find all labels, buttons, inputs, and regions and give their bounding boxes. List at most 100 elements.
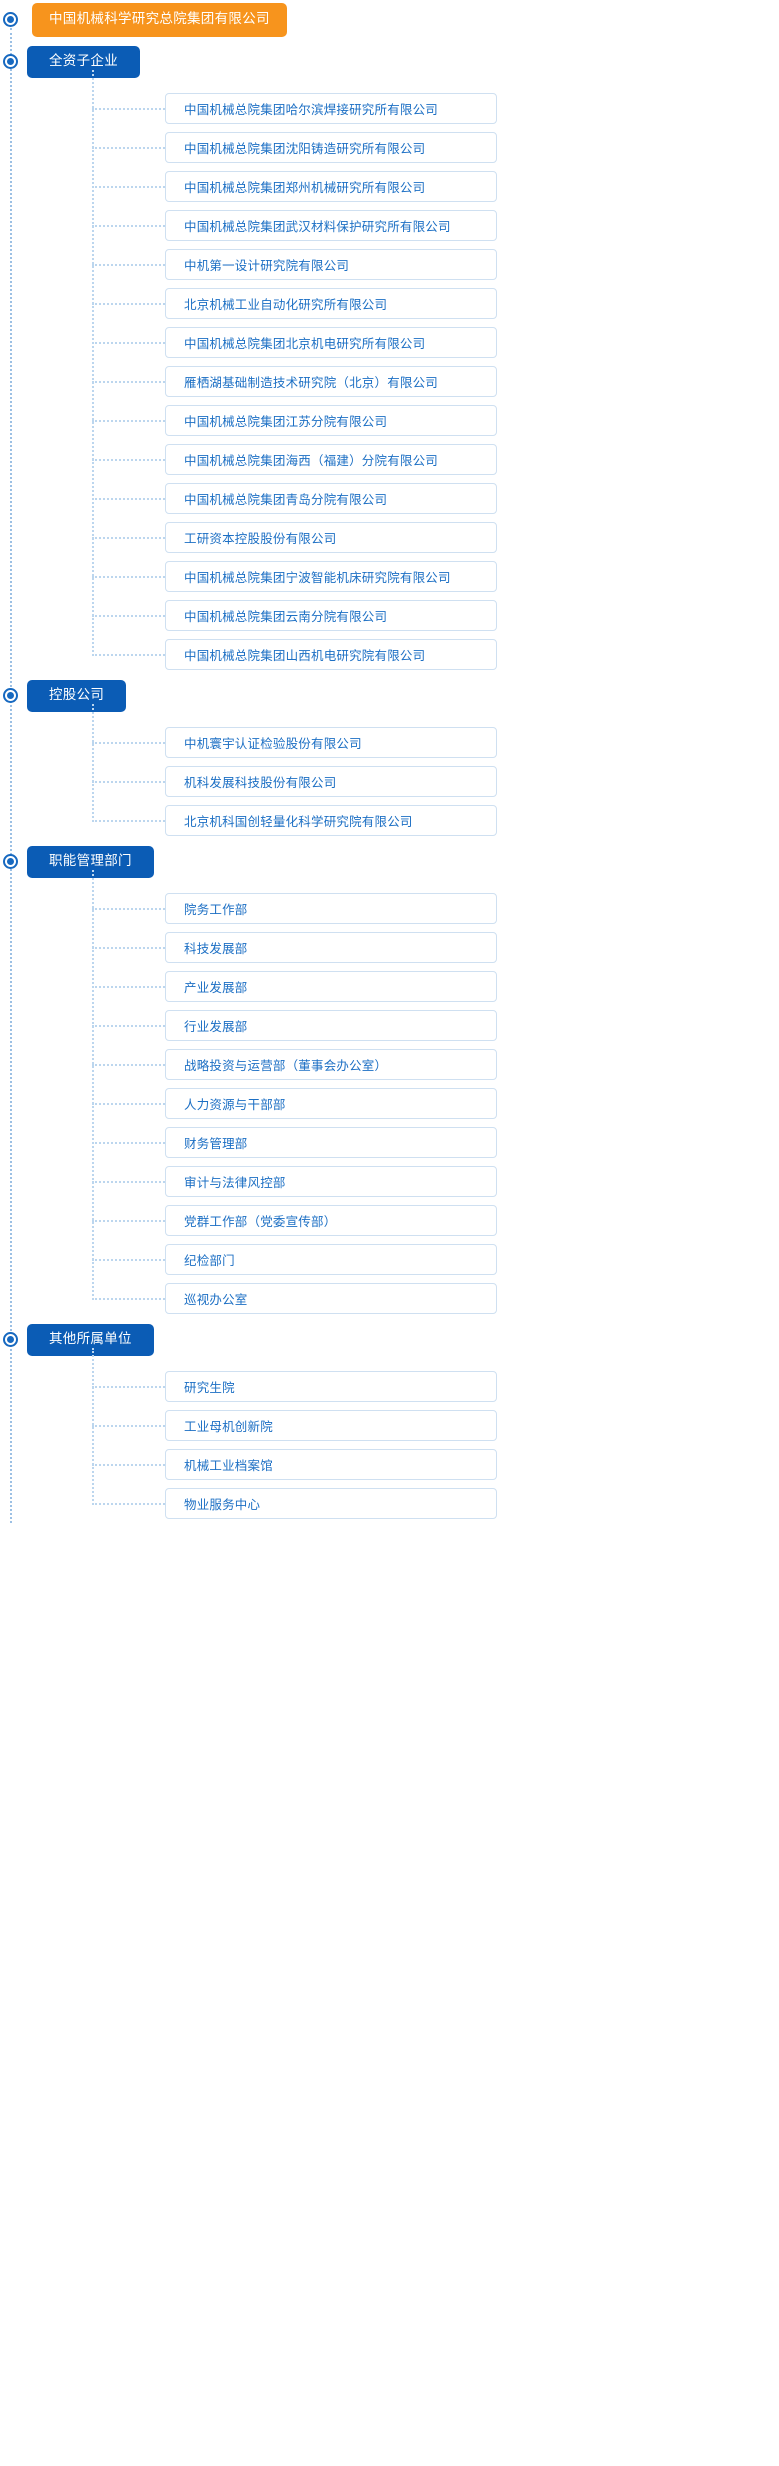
branch-vertical-connector (92, 70, 94, 652)
branch-horizontal-connector (92, 225, 165, 227)
org-item[interactable]: 北京机科国创轻量化科学研究院有限公司 (165, 805, 497, 836)
org-item[interactable]: 科技发展部 (165, 932, 497, 963)
root-node-row: 中国机械科学研究总院集团有限公司 (0, 0, 779, 40)
branch-horizontal-connector (92, 186, 165, 188)
branch-horizontal-connector (92, 420, 165, 422)
org-item-row: 审计与法律风控部 (0, 1162, 779, 1201)
org-item[interactable]: 中国机械总院集团哈尔滨焊接研究所有限公司 (165, 93, 497, 124)
org-item[interactable]: 中国机械总院集团青岛分院有限公司 (165, 483, 497, 514)
org-item[interactable]: 中国机械总院集团山西机电研究院有限公司 (165, 639, 497, 670)
group-header-1[interactable]: 全资子企业 (27, 46, 140, 78)
org-item-row: 财务管理部 (0, 1123, 779, 1162)
org-item[interactable]: 北京机械工业自动化研究所有限公司 (165, 288, 497, 319)
branch-horizontal-connector (92, 1425, 165, 1427)
group-header-row: 其他所属单位 (0, 1318, 779, 1362)
radio-dot-icon (3, 54, 18, 69)
radio-dot-icon (3, 854, 18, 869)
org-item-row: 工业母机创新院 (0, 1406, 779, 1445)
org-item-row: 中国机械总院集团云南分院有限公司 (0, 596, 779, 635)
branch-horizontal-connector (92, 459, 165, 461)
org-item[interactable]: 中国机械总院集团沈阳铸造研究所有限公司 (165, 132, 497, 163)
root-node[interactable]: 中国机械科学研究总院集团有限公司 (32, 3, 287, 37)
org-group: 职能管理部门院务工作部科技发展部产业发展部行业发展部战略投资与运营部（董事会办公… (0, 840, 779, 1318)
org-item[interactable]: 中国机械总院集团宁波智能机床研究院有限公司 (165, 561, 497, 592)
org-item-row: 产业发展部 (0, 967, 779, 1006)
org-item[interactable]: 行业发展部 (165, 1010, 497, 1041)
branch-horizontal-connector (92, 1181, 165, 1183)
org-item[interactable]: 中国机械总院集团北京机电研究所有限公司 (165, 327, 497, 358)
group-header-2[interactable]: 控股公司 (27, 680, 127, 712)
branch-horizontal-connector (92, 1025, 165, 1027)
branch-horizontal-connector (92, 537, 165, 539)
org-item[interactable]: 院务工作部 (165, 893, 497, 924)
org-item-row: 党群工作部（党委宣传部） (0, 1201, 779, 1240)
org-item[interactable]: 机科发展科技股份有限公司 (165, 766, 497, 797)
org-item-row: 中国机械总院集团沈阳铸造研究所有限公司 (0, 128, 779, 167)
branch-horizontal-connector (92, 781, 165, 783)
org-item[interactable]: 雁栖湖基础制造技术研究院（北京）有限公司 (165, 366, 497, 397)
org-item-row: 人力资源与干部部 (0, 1084, 779, 1123)
org-item[interactable]: 物业服务中心 (165, 1488, 497, 1519)
branch-horizontal-connector (92, 947, 165, 949)
org-chart-tree: 中国机械科学研究总院集团有限公司 全资子企业中国机械总院集团哈尔滨焊接研究所有限… (0, 0, 779, 1523)
org-item-row: 院务工作部 (0, 889, 779, 928)
branch-horizontal-connector (92, 1386, 165, 1388)
org-item-row: 科技发展部 (0, 928, 779, 967)
org-item-row: 纪检部门 (0, 1240, 779, 1279)
org-item[interactable]: 战略投资与运营部（董事会办公室） (165, 1049, 497, 1080)
org-item[interactable]: 工研资本控股股份有限公司 (165, 522, 497, 553)
branch-horizontal-connector (92, 264, 165, 266)
group-children: 中机寰宇认证检验股份有限公司机科发展科技股份有限公司北京机科国创轻量化科学研究院… (0, 704, 779, 840)
org-item-row: 中国机械总院集团武汉材料保护研究所有限公司 (0, 206, 779, 245)
org-item-row: 雁栖湖基础制造技术研究院（北京）有限公司 (0, 362, 779, 401)
branch-horizontal-connector (92, 147, 165, 149)
branch-horizontal-connector (92, 820, 165, 822)
radio-dot-icon (3, 1332, 18, 1347)
org-item[interactable]: 中国机械总院集团郑州机械研究所有限公司 (165, 171, 497, 202)
branch-horizontal-connector (92, 498, 165, 500)
org-group: 控股公司中机寰宇认证检验股份有限公司机科发展科技股份有限公司北京机科国创轻量化科… (0, 674, 779, 840)
branch-horizontal-connector (92, 615, 165, 617)
org-item-row: 中国机械总院集团山西机电研究院有限公司 (0, 635, 779, 674)
org-item[interactable]: 中机寰宇认证检验股份有限公司 (165, 727, 497, 758)
group-children: 研究生院工业母机创新院机械工业档案馆物业服务中心 (0, 1348, 779, 1523)
root-vertical-connector (10, 28, 12, 1523)
branch-horizontal-connector (92, 1064, 165, 1066)
branch-horizontal-connector (92, 1103, 165, 1105)
branch-horizontal-connector (92, 576, 165, 578)
org-item-row: 中国机械总院集团江苏分院有限公司 (0, 401, 779, 440)
org-item[interactable]: 中国机械总院集团云南分院有限公司 (165, 600, 497, 631)
group-header-3[interactable]: 职能管理部门 (27, 846, 154, 878)
radio-dot-icon (3, 12, 18, 27)
org-item[interactable]: 巡视办公室 (165, 1283, 497, 1314)
org-item-row: 研究生院 (0, 1367, 779, 1406)
group-children: 中国机械总院集团哈尔滨焊接研究所有限公司中国机械总院集团沈阳铸造研究所有限公司中… (0, 70, 779, 674)
org-item-row: 中机寰宇认证检验股份有限公司 (0, 723, 779, 762)
org-item-row: 北京机科国创轻量化科学研究院有限公司 (0, 801, 779, 840)
org-item[interactable]: 纪检部门 (165, 1244, 497, 1275)
org-item[interactable]: 中国机械总院集团江苏分院有限公司 (165, 405, 497, 436)
org-item[interactable]: 人力资源与干部部 (165, 1088, 497, 1119)
branch-horizontal-connector (92, 986, 165, 988)
org-item[interactable]: 产业发展部 (165, 971, 497, 1002)
branch-horizontal-connector (92, 1220, 165, 1222)
group-header-4[interactable]: 其他所属单位 (27, 1324, 154, 1356)
org-item[interactable]: 审计与法律风控部 (165, 1166, 497, 1197)
org-item[interactable]: 研究生院 (165, 1371, 497, 1402)
org-item-row: 战略投资与运营部（董事会办公室） (0, 1045, 779, 1084)
org-item-row: 中机第一设计研究院有限公司 (0, 245, 779, 284)
branch-horizontal-connector (92, 1464, 165, 1466)
org-item[interactable]: 财务管理部 (165, 1127, 497, 1158)
org-item-row: 机械工业档案馆 (0, 1445, 779, 1484)
org-item-row: 机科发展科技股份有限公司 (0, 762, 779, 801)
org-item-row: 北京机械工业自动化研究所有限公司 (0, 284, 779, 323)
branch-horizontal-connector (92, 303, 165, 305)
org-item[interactable]: 中国机械总院集团武汉材料保护研究所有限公司 (165, 210, 497, 241)
branch-vertical-connector (92, 1348, 94, 1501)
org-item[interactable]: 机械工业档案馆 (165, 1449, 497, 1480)
org-item[interactable]: 党群工作部（党委宣传部） (165, 1205, 497, 1236)
org-item[interactable]: 中国机械总院集团海西（福建）分院有限公司 (165, 444, 497, 475)
org-item[interactable]: 中机第一设计研究院有限公司 (165, 249, 497, 280)
org-item-row: 中国机械总院集团海西（福建）分院有限公司 (0, 440, 779, 479)
org-item[interactable]: 工业母机创新院 (165, 1410, 497, 1441)
